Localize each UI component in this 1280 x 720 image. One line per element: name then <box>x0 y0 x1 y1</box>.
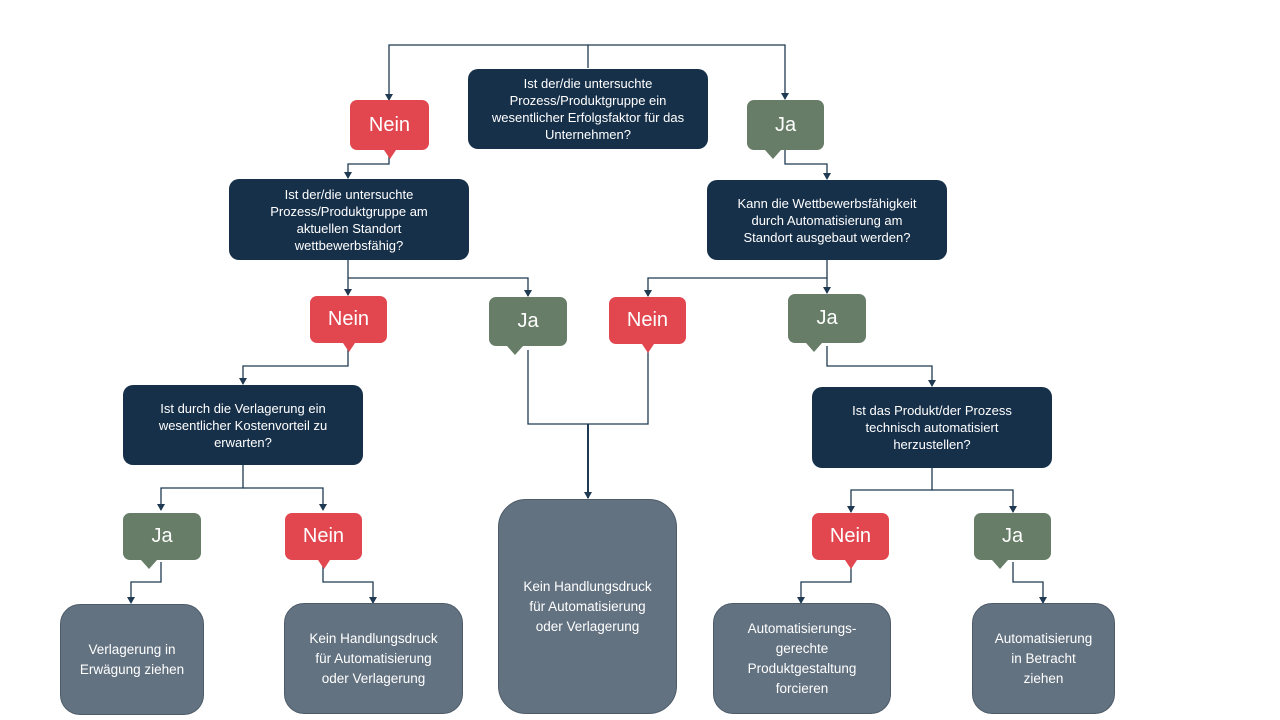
connector-ja-r5 <box>1012 562 1047 604</box>
question-competitive-location-text: Ist der/die untersuchte Prozess/Produktg… <box>270 186 428 253</box>
connector-ja-q3 <box>784 150 831 180</box>
question-relocation-cost-text: Ist durch die Verlagerung ein wesentlich… <box>158 400 328 450</box>
answer-ja-q3: Ja <box>788 294 866 352</box>
result-no-action-left: Kein Handlungsdruck für Automatisierung … <box>284 603 463 714</box>
answer-nein-q1: Nein <box>350 100 429 159</box>
answer-ja-q4: Ja <box>123 513 201 569</box>
result-no-action-center-text: Kein Handlungsdruck für Automatisierung … <box>523 578 652 634</box>
connector-ja-q5 <box>826 346 936 387</box>
connector-q4-split <box>157 465 244 511</box>
question-relocation-cost: Ist durch die Verlagerung ein wesentlich… <box>123 385 363 465</box>
result-no-action-center: Kein Handlungsdruck für Automatisierung … <box>498 499 677 714</box>
answer-nein-q3: Nein <box>609 297 686 353</box>
connector-middle-merge <box>527 350 649 425</box>
answer-ja-q2: Ja <box>489 297 567 355</box>
result-consider-relocation-text: Verlagerung in Erwägung ziehen <box>79 641 185 677</box>
connector-top-right <box>588 44 789 100</box>
result-consider-automation: Automatisierung in Betracht ziehen <box>972 603 1115 714</box>
connector-q5-split <box>847 468 933 513</box>
result-no-action-left-text: Kein Handlungsdruck für Automatisierung … <box>309 630 438 686</box>
question-competitiveness-automation: Kann die Wettbewerbsfähigkeit durch Auto… <box>707 180 947 260</box>
connector-nein-r4 <box>797 562 852 604</box>
answer-ja-q5: Ja <box>974 513 1051 569</box>
question-competitiveness-automation-text: Kann die Wettbewerbsfähigkeit durch Auto… <box>737 195 917 245</box>
connector-q2-ja <box>348 277 532 297</box>
connector-ja-r1 <box>127 562 162 604</box>
answer-nein-q4: Nein <box>285 513 362 569</box>
answer-nein-q2: Nein <box>310 296 387 352</box>
result-automation-design: Automatisierungs- gerechte Produktgestal… <box>713 603 891 714</box>
question-competitive-location: Ist der/die untersuchte Prozess/Produktg… <box>229 179 469 260</box>
question-success-factor: Ist der/die untersuchte Prozess/Produktg… <box>468 69 708 149</box>
question-success-factor-text: Ist der/die untersuchte Prozess/Produktg… <box>491 76 685 142</box>
result-automation-design-text: Automatisierungs- gerechte Produktgestal… <box>747 620 857 696</box>
result-consider-automation-text: Automatisierung in Betracht ziehen <box>994 630 1093 686</box>
result-consider-relocation: Verlagerung in Erwägung ziehen <box>60 604 204 715</box>
question-technically-automatable: Ist das Produkt/der Prozess technisch au… <box>812 387 1052 468</box>
answer-nein-q5: Nein <box>812 513 889 569</box>
connector-top-left <box>385 44 589 101</box>
connector-q3-nein <box>644 260 828 297</box>
question-technically-automatable-text: Ist das Produkt/der Prozess technisch au… <box>852 403 1012 452</box>
connector-nein-q4 <box>239 346 349 385</box>
answer-ja-q1: Ja <box>747 100 824 159</box>
connector-nein-r2 <box>322 562 377 604</box>
